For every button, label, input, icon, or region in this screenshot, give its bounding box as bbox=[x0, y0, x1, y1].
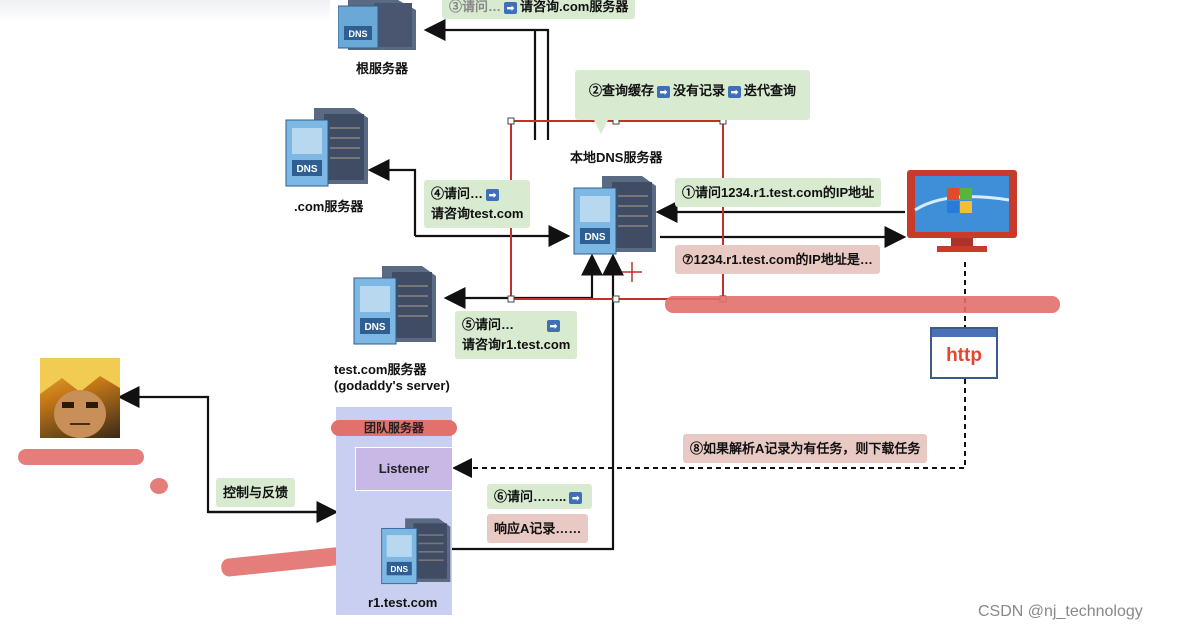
svg-text:DNS: DNS bbox=[364, 322, 385, 333]
step-3-bubble: ③请问…➡请咨询.com服务器 bbox=[442, 0, 636, 19]
arrow-right-icon: ➡ bbox=[547, 319, 561, 332]
line-r1-up bbox=[452, 253, 624, 551]
godaddy-label: (godaddy's server) bbox=[334, 378, 450, 393]
step-2-bubble: ②查询缓存➡没有记录➡迭代查询 bbox=[575, 70, 811, 120]
svg-text:DNS: DNS bbox=[296, 164, 317, 175]
avatar bbox=[40, 358, 120, 438]
arrow-right-icon: ➡ bbox=[728, 85, 742, 98]
arrow-right-icon: ➡ bbox=[504, 1, 518, 14]
control-feedback-bubble: 控制与反馈 bbox=[216, 478, 296, 507]
svg-text:DNS: DNS bbox=[390, 564, 408, 574]
highlight-stroke bbox=[18, 449, 144, 465]
svg-text:DNS: DNS bbox=[584, 232, 605, 243]
watermark: CSDN @nj_technology bbox=[978, 603, 1143, 620]
step-8-bubble: ⑧如果解析A记录为有任务，则下载任务 bbox=[683, 434, 928, 463]
arrow-right-icon: ➡ bbox=[486, 188, 500, 201]
step-7-bubble: ⑦1234.r1.test.com的IP地址是… bbox=[675, 245, 880, 274]
team-server-title: 团队服务器 bbox=[331, 420, 457, 436]
step-1-bubble: ①请问1234.r1.test.com的IP地址 bbox=[675, 178, 882, 207]
http-badge: http bbox=[930, 327, 998, 379]
testcom-server-icon: DNS bbox=[352, 262, 438, 353]
crosshair-icon bbox=[622, 262, 642, 282]
step-5-bubble: ⑤请问…➡ 请咨询r1.test.com bbox=[455, 311, 578, 359]
arrow-right-icon: ➡ bbox=[569, 491, 583, 504]
root-server-icon: DNS bbox=[337, 0, 420, 55]
highlight-stroke bbox=[665, 296, 1060, 313]
com-server-label: .com服务器 bbox=[294, 199, 364, 214]
testcom-server-label: test.com服务器 bbox=[334, 362, 427, 377]
step-4-bubble: ④请问…➡ 请咨询test.com bbox=[424, 180, 531, 228]
local-dns-label: 本地DNS服务器 bbox=[570, 150, 663, 165]
r1-server-icon: DNS bbox=[380, 515, 452, 592]
r1-server-label: r1.test.com bbox=[368, 595, 438, 610]
top-fade bbox=[0, 0, 330, 22]
highlight-stroke bbox=[150, 478, 168, 494]
listener-box: Listener bbox=[355, 447, 453, 491]
local-dns-server-icon: DNS bbox=[572, 172, 658, 263]
line-to-root bbox=[423, 19, 550, 140]
root-server-label: 根服务器 bbox=[356, 61, 409, 76]
line-to-com bbox=[367, 159, 417, 236]
com-server-icon: DNS bbox=[284, 104, 370, 195]
client-monitor-icon bbox=[907, 170, 1019, 265]
step-6-response-bubble: 响应A记录…… bbox=[487, 514, 589, 543]
arrow-right-icon: ➡ bbox=[657, 85, 671, 98]
bubble-tail bbox=[594, 120, 608, 134]
step-6-bubble: ⑥请问……..➡ bbox=[487, 484, 593, 509]
svg-text:DNS: DNS bbox=[348, 29, 367, 39]
